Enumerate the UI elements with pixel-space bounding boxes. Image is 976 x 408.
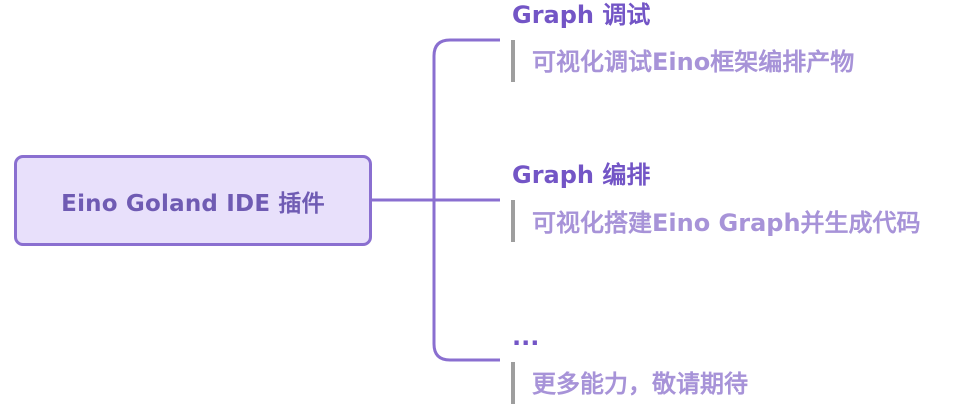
desc-divider (511, 40, 515, 82)
branch-title-more[interactable]: ... (512, 323, 540, 351)
branch-title-graph-orchestration[interactable]: Graph 编排 (512, 161, 651, 189)
branch-desc-graph-orchestration: 可视化搭建Eino Graph并生成代码 (532, 209, 921, 237)
desc-divider (511, 362, 515, 404)
branch-desc-more: 更多能力，敬请期待 (532, 370, 748, 398)
root-label: Eino Goland IDE 插件 (61, 190, 325, 217)
branch-title-graph-debug[interactable]: Graph 调试 (512, 1, 651, 29)
root-node[interactable]: Eino Goland IDE 插件 (14, 155, 372, 246)
branch-desc-graph-debug: 可视化调试Eino框架编排产物 (532, 48, 855, 76)
desc-divider (511, 200, 515, 242)
